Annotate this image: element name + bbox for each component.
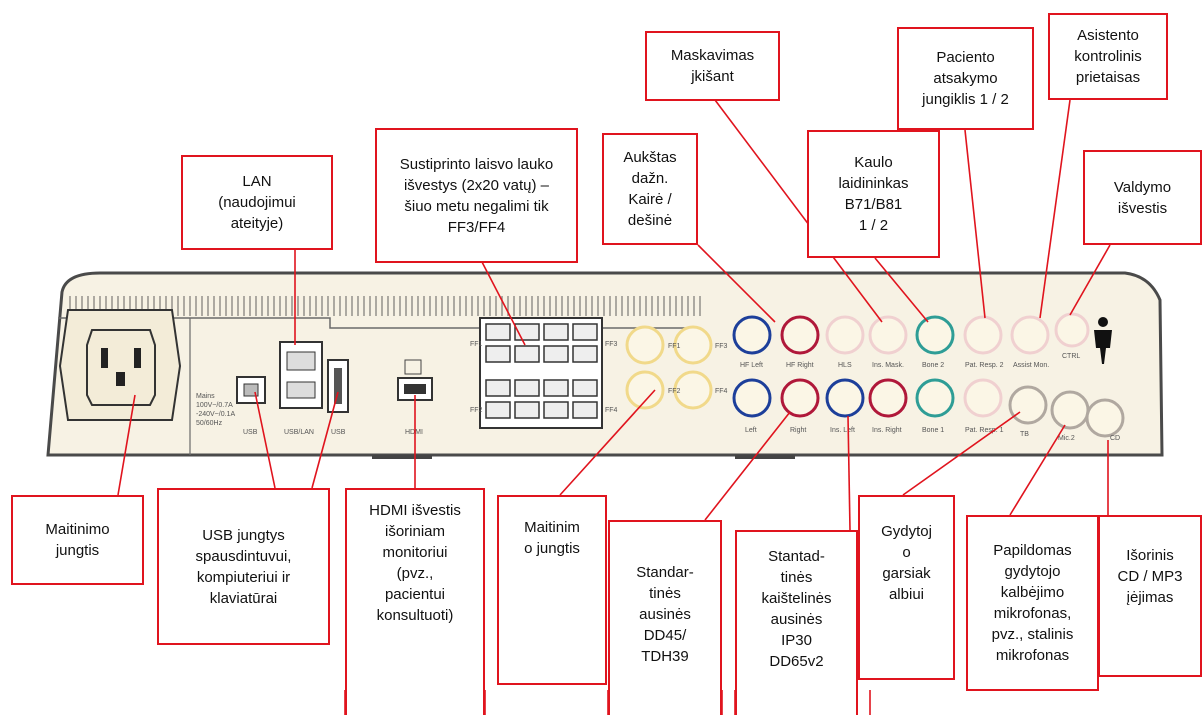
ff-jacks: [625, 325, 713, 410]
ff3-label: FF3: [715, 343, 728, 350]
callout-usb: USB jungtys spausdintuvui, kompiuteriui …: [157, 488, 330, 645]
tb-label: TB: [1020, 431, 1029, 438]
callout-lan: LAN (naudojimui ateityje): [181, 155, 333, 250]
callout-maitinim2: Maitinim o jungtis: [497, 495, 607, 685]
callout-gydytoj: Gydytoj o garsiak albiui: [858, 495, 955, 680]
mains-line-4: 50/60Hz: [196, 420, 223, 427]
usb-vertical-port-inner: [334, 368, 342, 404]
mains-line-3: -240V~/0.1A: [196, 411, 235, 418]
right-jack: [780, 378, 820, 418]
ff4-side-label: FF4: [605, 407, 618, 414]
ctrl-label: CTRL: [1062, 353, 1080, 360]
pat-resp1-label: Pat. Resp. 1: [965, 427, 1004, 434]
assist-mon-label: Assist Mon.: [1013, 362, 1049, 369]
callout-paciento: Paciento atsakymo jungiklis 1 / 2: [897, 27, 1034, 130]
port-labels: USB USB/LAN USB HDMI FF1 FF2 FF3 FF4 FF1…: [243, 341, 1120, 442]
ff3-jack: [673, 325, 713, 365]
callout-auks: Aukštas dažn. Kairė / dešinė: [602, 133, 698, 245]
cd-jack: [1085, 398, 1125, 438]
ff1-jack: [625, 325, 665, 365]
ins-right-jack: [868, 378, 908, 418]
ctrl-jack: [1054, 312, 1090, 348]
callout-standar: Standar- tinės ausinės DD45/ TDH39: [608, 520, 722, 715]
ff3-side-label: FF3: [605, 341, 618, 348]
hdmi-port-inner: [404, 384, 426, 394]
callout-maskavimas: Maskavimas jkišant: [645, 31, 780, 101]
leader-lines: [117, 99, 1111, 715]
ff1-side-label: FF1: [470, 341, 483, 348]
mains-line-1: Mains: [196, 393, 215, 400]
hls-jack: [825, 315, 865, 355]
callout-hdmi: HDMI išvestis išoriniam monitoriui (pvz.…: [345, 488, 485, 715]
ff2-side-label: FF2: [470, 407, 483, 414]
headphone-jacks: [732, 312, 1125, 438]
right-label: Right: [790, 427, 806, 434]
hf-right-jack: [780, 315, 820, 355]
hf-left-jack: [732, 315, 772, 355]
callout-asistento: Asistento kontrolinis prietaisas: [1048, 13, 1168, 100]
callout-kaulo: Kaulo laidininkas B71/B81 1 / 2: [807, 130, 940, 258]
applied-part-symbol: [1094, 317, 1112, 364]
ff2-jack: [625, 370, 665, 410]
pat-resp1-jack: [963, 378, 1003, 418]
callout-valdymo: Valdymo išvestis: [1083, 150, 1202, 245]
callout-isorinis: Išorinis CD / MP3 įėjimas: [1098, 515, 1202, 677]
bone2-jack: [915, 315, 955, 355]
ff4-jack: [673, 370, 713, 410]
lan-port: [286, 351, 316, 371]
pat-resp2-jack: [963, 315, 1003, 355]
tb-jack: [1008, 385, 1048, 425]
usblan-label: USB/LAN: [284, 429, 314, 436]
bone1-label: Bone 1: [922, 427, 944, 434]
cd-label: CD: [1110, 435, 1120, 442]
mic2-jack: [1050, 390, 1090, 430]
speaker-terminal-block: [479, 317, 603, 429]
hdmi-clip: [404, 359, 422, 375]
callout-papildomas: Papildomas gydytojo kalbėjimo mikrofonas…: [966, 515, 1099, 691]
ins-mask-jack: [868, 315, 908, 355]
usb-a-port: [286, 381, 316, 399]
mic2-label: Mic.2: [1058, 435, 1075, 442]
bone1-jack: [915, 378, 955, 418]
usb1-label: USB: [243, 429, 258, 436]
callout-sustiprinto: Sustiprinto laisvo lauko išvestys (2x20 …: [375, 128, 578, 263]
left-label: Left: [745, 427, 757, 434]
ins-mask-label: Ins. Mask.: [872, 362, 904, 369]
usb2-label: USB: [331, 429, 346, 436]
mains-label: Mains 100V~/0.7A -240V~/0.1A 50/60Hz: [196, 393, 235, 427]
mains-power-socket: [58, 309, 182, 421]
ff1-label: FF1: [668, 343, 681, 350]
ins-right-label: Ins. Right: [872, 427, 902, 434]
ins-left-jack: [825, 378, 865, 418]
ins-left-label: Ins. Left: [830, 427, 855, 434]
mains-line-2: 100V~/0.7A: [196, 402, 233, 409]
bone2-label: Bone 2: [922, 362, 944, 369]
ff2-label: FF2: [668, 388, 681, 395]
callout-maitinimo: Maitinimo jungtis: [11, 495, 144, 585]
pat-resp2-label: Pat. Resp. 2: [965, 362, 1004, 369]
assist-mon-jack: [1010, 315, 1050, 355]
hdmi-label: HDMI: [405, 429, 423, 436]
callout-stantad: Stantad- tinės kaištelinės ausinės IP30 …: [735, 530, 858, 715]
hf-right-label: HF Right: [786, 362, 814, 369]
left-jack: [732, 378, 772, 418]
hls-label: HLS: [838, 362, 852, 369]
ff4-label: FF4: [715, 388, 728, 395]
hf-left-label: HF Left: [740, 362, 763, 369]
